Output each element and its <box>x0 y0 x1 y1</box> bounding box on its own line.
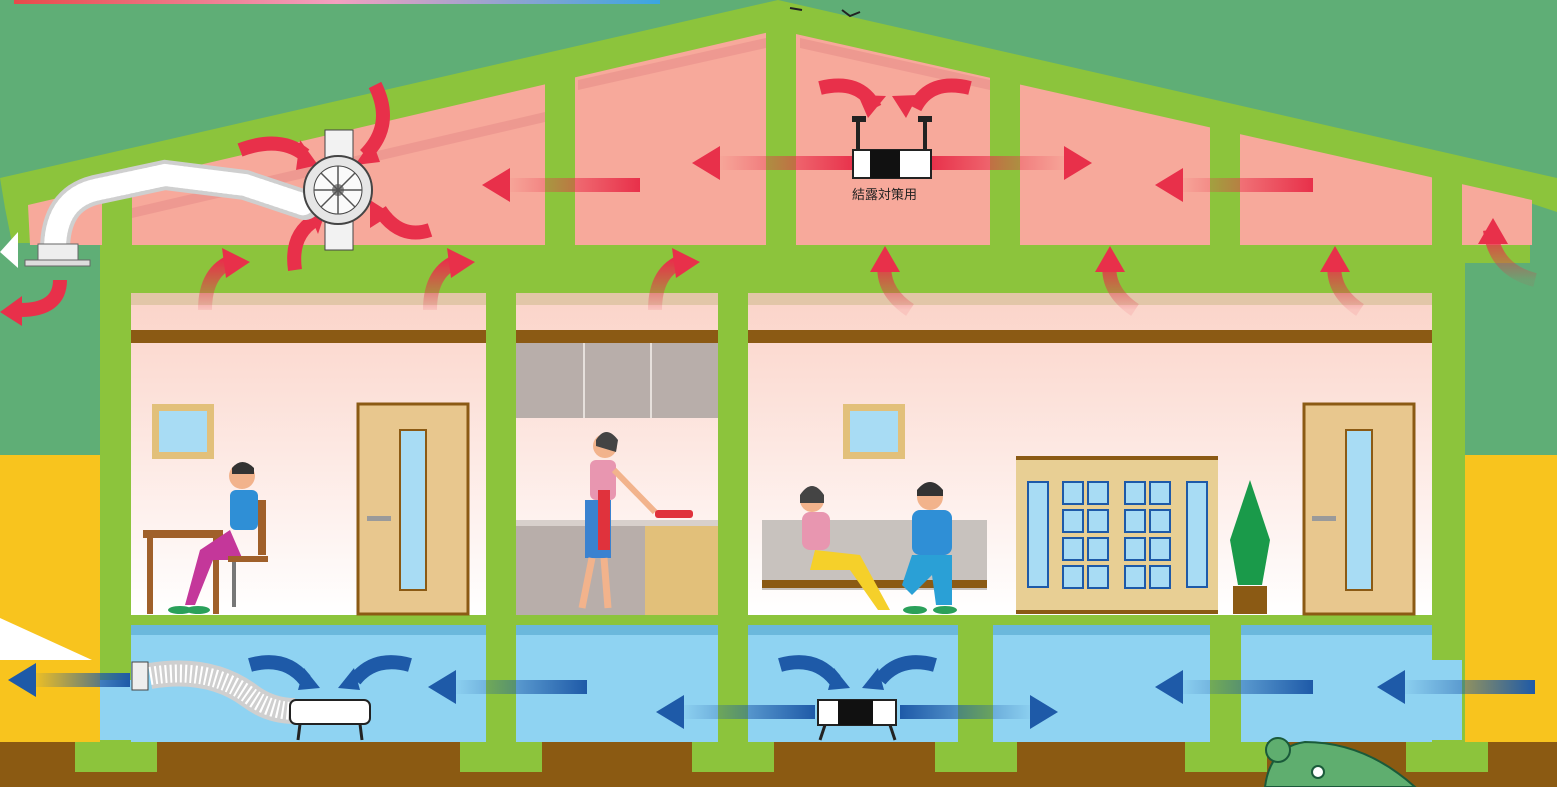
foundation-footings <box>75 742 1488 772</box>
flexible-duct-icon <box>131 660 296 724</box>
room-kitchen <box>516 293 718 615</box>
flexible-duct-icon <box>24 159 320 267</box>
underfloor-fan-icon <box>289 699 371 741</box>
room-study <box>131 293 486 616</box>
left-yellow-band <box>0 455 105 750</box>
roof-peak-marks <box>789 7 861 18</box>
room-living <box>748 293 1432 616</box>
top-color-bar <box>14 0 660 4</box>
attic-fan-label: 結露対策用 <box>852 188 918 203</box>
condensation-fan-icon <box>852 116 932 179</box>
frog-mascot-icon <box>1263 737 1417 787</box>
cool-air-flow-arrows <box>0 618 1535 729</box>
warm-air-flow-arrows <box>0 78 1537 326</box>
right-yellow-band <box>1462 455 1557 750</box>
underfloor-fan-icon <box>817 699 897 741</box>
ventilation-fan-icon <box>303 129 373 251</box>
